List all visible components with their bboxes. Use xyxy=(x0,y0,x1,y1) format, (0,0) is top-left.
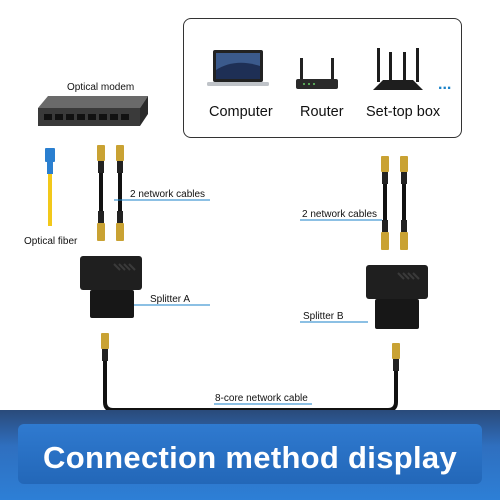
right-cables-label: 2 network cables xyxy=(302,209,378,220)
left-network-cables xyxy=(97,145,124,241)
router-icon xyxy=(296,58,338,89)
computer-label: Computer xyxy=(209,104,273,120)
optical-modem-icon xyxy=(38,96,148,126)
settop-box-icon xyxy=(373,48,423,90)
splitter-a-icon xyxy=(80,256,142,318)
optical-fiber-label: Optical fiber xyxy=(24,236,78,247)
title-banner: Connection method display xyxy=(0,410,500,500)
settop-box-label: Set-top box xyxy=(366,104,441,120)
router-label: Router xyxy=(300,104,344,120)
optical-modem-label: Optical modem xyxy=(67,82,135,93)
splitter-b-icon xyxy=(366,265,428,329)
splitter-a-label: Splitter A xyxy=(150,294,191,305)
splitter-b-label: Splitter B xyxy=(303,311,344,322)
banner-title: Connection method display xyxy=(43,440,457,475)
optical-fiber-icon xyxy=(45,148,55,226)
title-banner-panel: Connection method display xyxy=(18,424,482,484)
left-cables-label: 2 network cables xyxy=(130,189,206,200)
eight-core-cable-label: 8-core network cable xyxy=(215,393,308,404)
laptop-icon xyxy=(207,50,269,86)
more-devices-ellipsis: ... xyxy=(438,76,452,93)
right-network-cables xyxy=(381,156,408,250)
